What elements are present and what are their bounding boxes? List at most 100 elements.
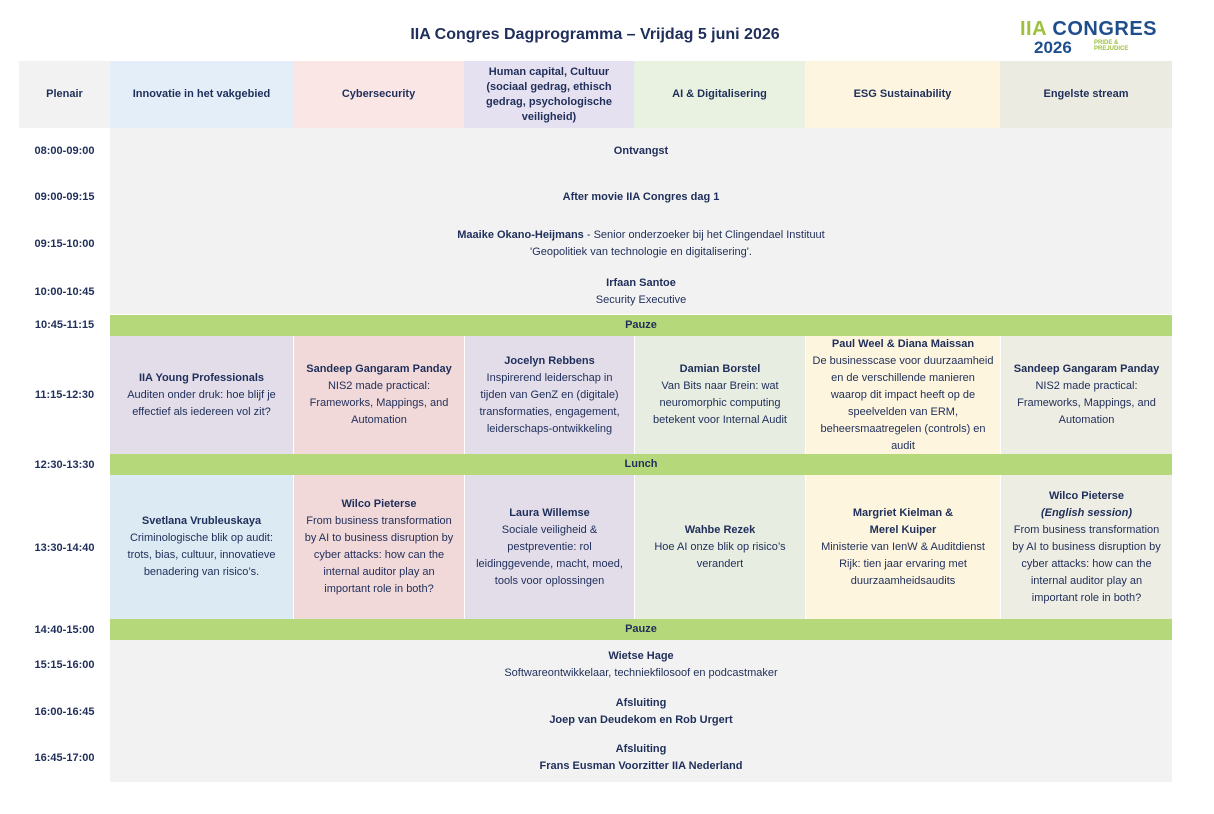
speaker-name: IIA Young Professionals	[138, 371, 265, 384]
lunch-bar: Lunch	[110, 454, 1172, 475]
session-desc: Rijk: tien jaar ervaring met	[839, 557, 967, 570]
logo-congres: CONGRES	[1052, 18, 1158, 40]
speaker-name: Wilco Pieterse	[1048, 489, 1125, 502]
session-desc: leidinggevende, macht, moed,	[476, 557, 623, 570]
session-desc: by AI to business disruption by	[304, 532, 454, 544]
session-desc: NIS2 made practical:	[1035, 380, 1138, 392]
session-desc: trots, bias, cultuur, innovatieve	[127, 549, 276, 561]
session-desc: leiderschaps-ontwikkeling	[486, 422, 613, 435]
speaker-role: Security Executive	[595, 294, 687, 306]
session-desc: audit	[891, 439, 915, 452]
time-slot: 14:40-15:00	[34, 623, 95, 636]
session-desc: Auditen onder druk: hoe blijf je	[127, 388, 276, 401]
speaker-name: Irfaan Santoe	[606, 277, 676, 289]
speaker-name: Joep van Deudekom en Rob Urgert	[549, 714, 733, 726]
session-desc: duurzaamheidsaudits	[850, 574, 956, 587]
plenary-aftermovie: After movie IIA Congres dag 1	[562, 190, 720, 203]
session-cyber-1: Sandeep Gangaram Panday NIS2 made practi…	[294, 336, 465, 454]
time-slot: 15:15-16:00	[34, 658, 95, 671]
plenary-wietse: Wietse Hage Softwareontwikkelaar, techni…	[110, 647, 1172, 683]
session-desc: effectief als iedereen vol zit?	[132, 405, 271, 418]
session-desc: waarop dit impact heeft op de	[830, 388, 976, 401]
speaker-name: Merel Kuiper	[869, 523, 937, 536]
session-desc: Van Bits naar Brein: wat	[661, 380, 779, 392]
session-desc: speelvelden van ERM,	[847, 405, 959, 418]
speaker-name: Wilco Pieterse	[341, 498, 417, 510]
session-note: (English session)	[1040, 506, 1133, 519]
session-title: Afsluiting	[615, 743, 667, 755]
session-desc: tijden van GenZ en (digitale)	[480, 388, 619, 401]
session-desc: From business transformation	[1013, 523, 1160, 536]
time-slot: 09:00-09:15	[34, 190, 95, 203]
session-cyber-2: Wilco Pieterse From business transformat…	[294, 475, 465, 619]
session-desc: benadering van risico’s.	[143, 566, 260, 578]
session-desc: Frameworks, Mappings, and	[309, 397, 449, 409]
session-ai-2: Wahbe Rezek Hoe AI onze blik op risico’s…	[635, 475, 806, 619]
speaker-name: Frans Eusman Voorzitter IIA Nederland	[539, 760, 743, 772]
speaker-name: Svetlana Vrubleuskaya	[141, 515, 262, 527]
session-desc: Sociale veiligheid &	[501, 523, 598, 536]
session-desc: internal auditor play an	[1030, 574, 1143, 587]
session-desc: Automation	[351, 414, 407, 426]
session-desc: Criminologische blik op audit:	[129, 532, 274, 544]
pauze-bar: Pauze	[110, 315, 1172, 336]
header-plenair: Plenair	[19, 61, 110, 128]
session-esg-1: Paul Weel & Diana Maissan De businesscas…	[806, 336, 1001, 454]
header-innovatie: Innovatie in het vakgebied	[110, 61, 293, 128]
logo-year: 2026	[1034, 38, 1072, 57]
session-desc: De businesscase voor duurzaamheid	[812, 354, 994, 367]
session-engels-2: Wilco Pieterse (English session) From bu…	[1001, 475, 1172, 619]
schedule-table: Plenair Innovatie in het vakgebied Cyber…	[19, 61, 1172, 782]
header-human-capital: Human capital, Cultuur (sociaal gedrag, …	[464, 61, 634, 128]
session-ai-1: Damian Borstel Van Bits naar Brein: wat …	[635, 336, 806, 454]
session-innovatie-2: Svetlana Vrubleuskaya Criminologische bl…	[110, 475, 294, 619]
logo-tagline: PRIDE & PREJUDICE	[1094, 40, 1129, 52]
session-esg-2: Margriet Kielman & Merel Kuiper Minister…	[806, 475, 1001, 619]
speaker-name: Laura Willemse	[509, 506, 590, 519]
speaker-name: Wahbe Rezek	[684, 523, 756, 536]
session-desc: en de verschillende manieren	[831, 371, 975, 384]
session-human-2: Laura Willemse Sociale veiligheid & pest…	[465, 475, 635, 619]
congres-logo: IIA CONGRES 2026 PRIDE & PREJUDICE	[1020, 18, 1170, 58]
plenary-afternoon-block	[110, 640, 1172, 782]
session-innovatie-1: IIA Young Professionals Auditen onder dr…	[110, 336, 294, 454]
session-desc: by AI to business disruption by	[1012, 540, 1161, 553]
session-title: Afsluiting	[615, 697, 667, 709]
plenary-ontvangst: Ontvangst	[613, 144, 669, 157]
session-desc: cyber attacks: how can the	[313, 549, 445, 561]
session-desc: Inspirerend leiderschap in	[486, 371, 613, 384]
session-desc: neuromorphic computing	[659, 397, 781, 409]
time-slot: 09:15-10:00	[34, 237, 95, 250]
speaker-role: - Senior onderzoeker bij het Clingendael…	[583, 229, 825, 241]
time-slot: 08:00-09:00	[34, 144, 95, 157]
speaker-name: Margriet Kielman &	[852, 506, 954, 519]
speaker-name: Jocelyn Rebbens	[504, 354, 595, 367]
header-engels: Engelste stream	[1000, 61, 1172, 128]
time-slot: 16:00-16:45	[34, 705, 95, 718]
speaker-name: Maaike Okano-Heijmans	[457, 229, 584, 241]
session-desc: Automation	[1058, 414, 1115, 426]
session-desc: internal auditor play an	[323, 566, 435, 578]
session-engels-1: Sandeep Gangaram Panday NIS2 made practi…	[1001, 336, 1172, 454]
session-human-1: Jocelyn Rebbens Inspirerend leiderschap …	[465, 336, 635, 454]
time-slot: 10:45-11:15	[34, 318, 95, 331]
session-desc: NIS2 made practical:	[327, 380, 431, 392]
session-desc: Hoe AI onze blik op risico’s	[654, 540, 786, 553]
time-slot: 12:30-13:30	[34, 458, 95, 471]
speaker-name: Paul Weel & Diana Maissan	[831, 337, 975, 350]
speaker-name: Sandeep Gangaram Panday	[1013, 363, 1160, 375]
session-desc: important role in both?	[324, 583, 434, 595]
time-slot: 10:00-10:45	[34, 285, 95, 298]
session-desc: transformaties, engagement,	[479, 405, 620, 418]
speaker-name: Sandeep Gangaram Panday	[306, 363, 452, 375]
logo-iia: IIA	[1020, 18, 1047, 40]
speaker-role: Softwareontwikkelaar, techniekfilosoof e…	[504, 667, 778, 679]
page-title: IIA Congres Dagprogramma – Vrijdag 5 jun…	[410, 26, 780, 43]
session-desc: beheersmaatregelen (controls) en	[820, 422, 986, 435]
session-desc: important role in both?	[1031, 591, 1142, 604]
session-desc: betekent voor Internal Audit	[653, 414, 787, 426]
plenary-keynote-irfaan: Irfaan Santoe Security Executive	[110, 274, 1172, 310]
session-desc: tools voor oplossingen	[494, 574, 605, 587]
talk-title: 'Geopolitiek van technologie en digitali…	[530, 246, 752, 258]
session-desc: Frameworks, Mappings, and	[1017, 397, 1156, 409]
